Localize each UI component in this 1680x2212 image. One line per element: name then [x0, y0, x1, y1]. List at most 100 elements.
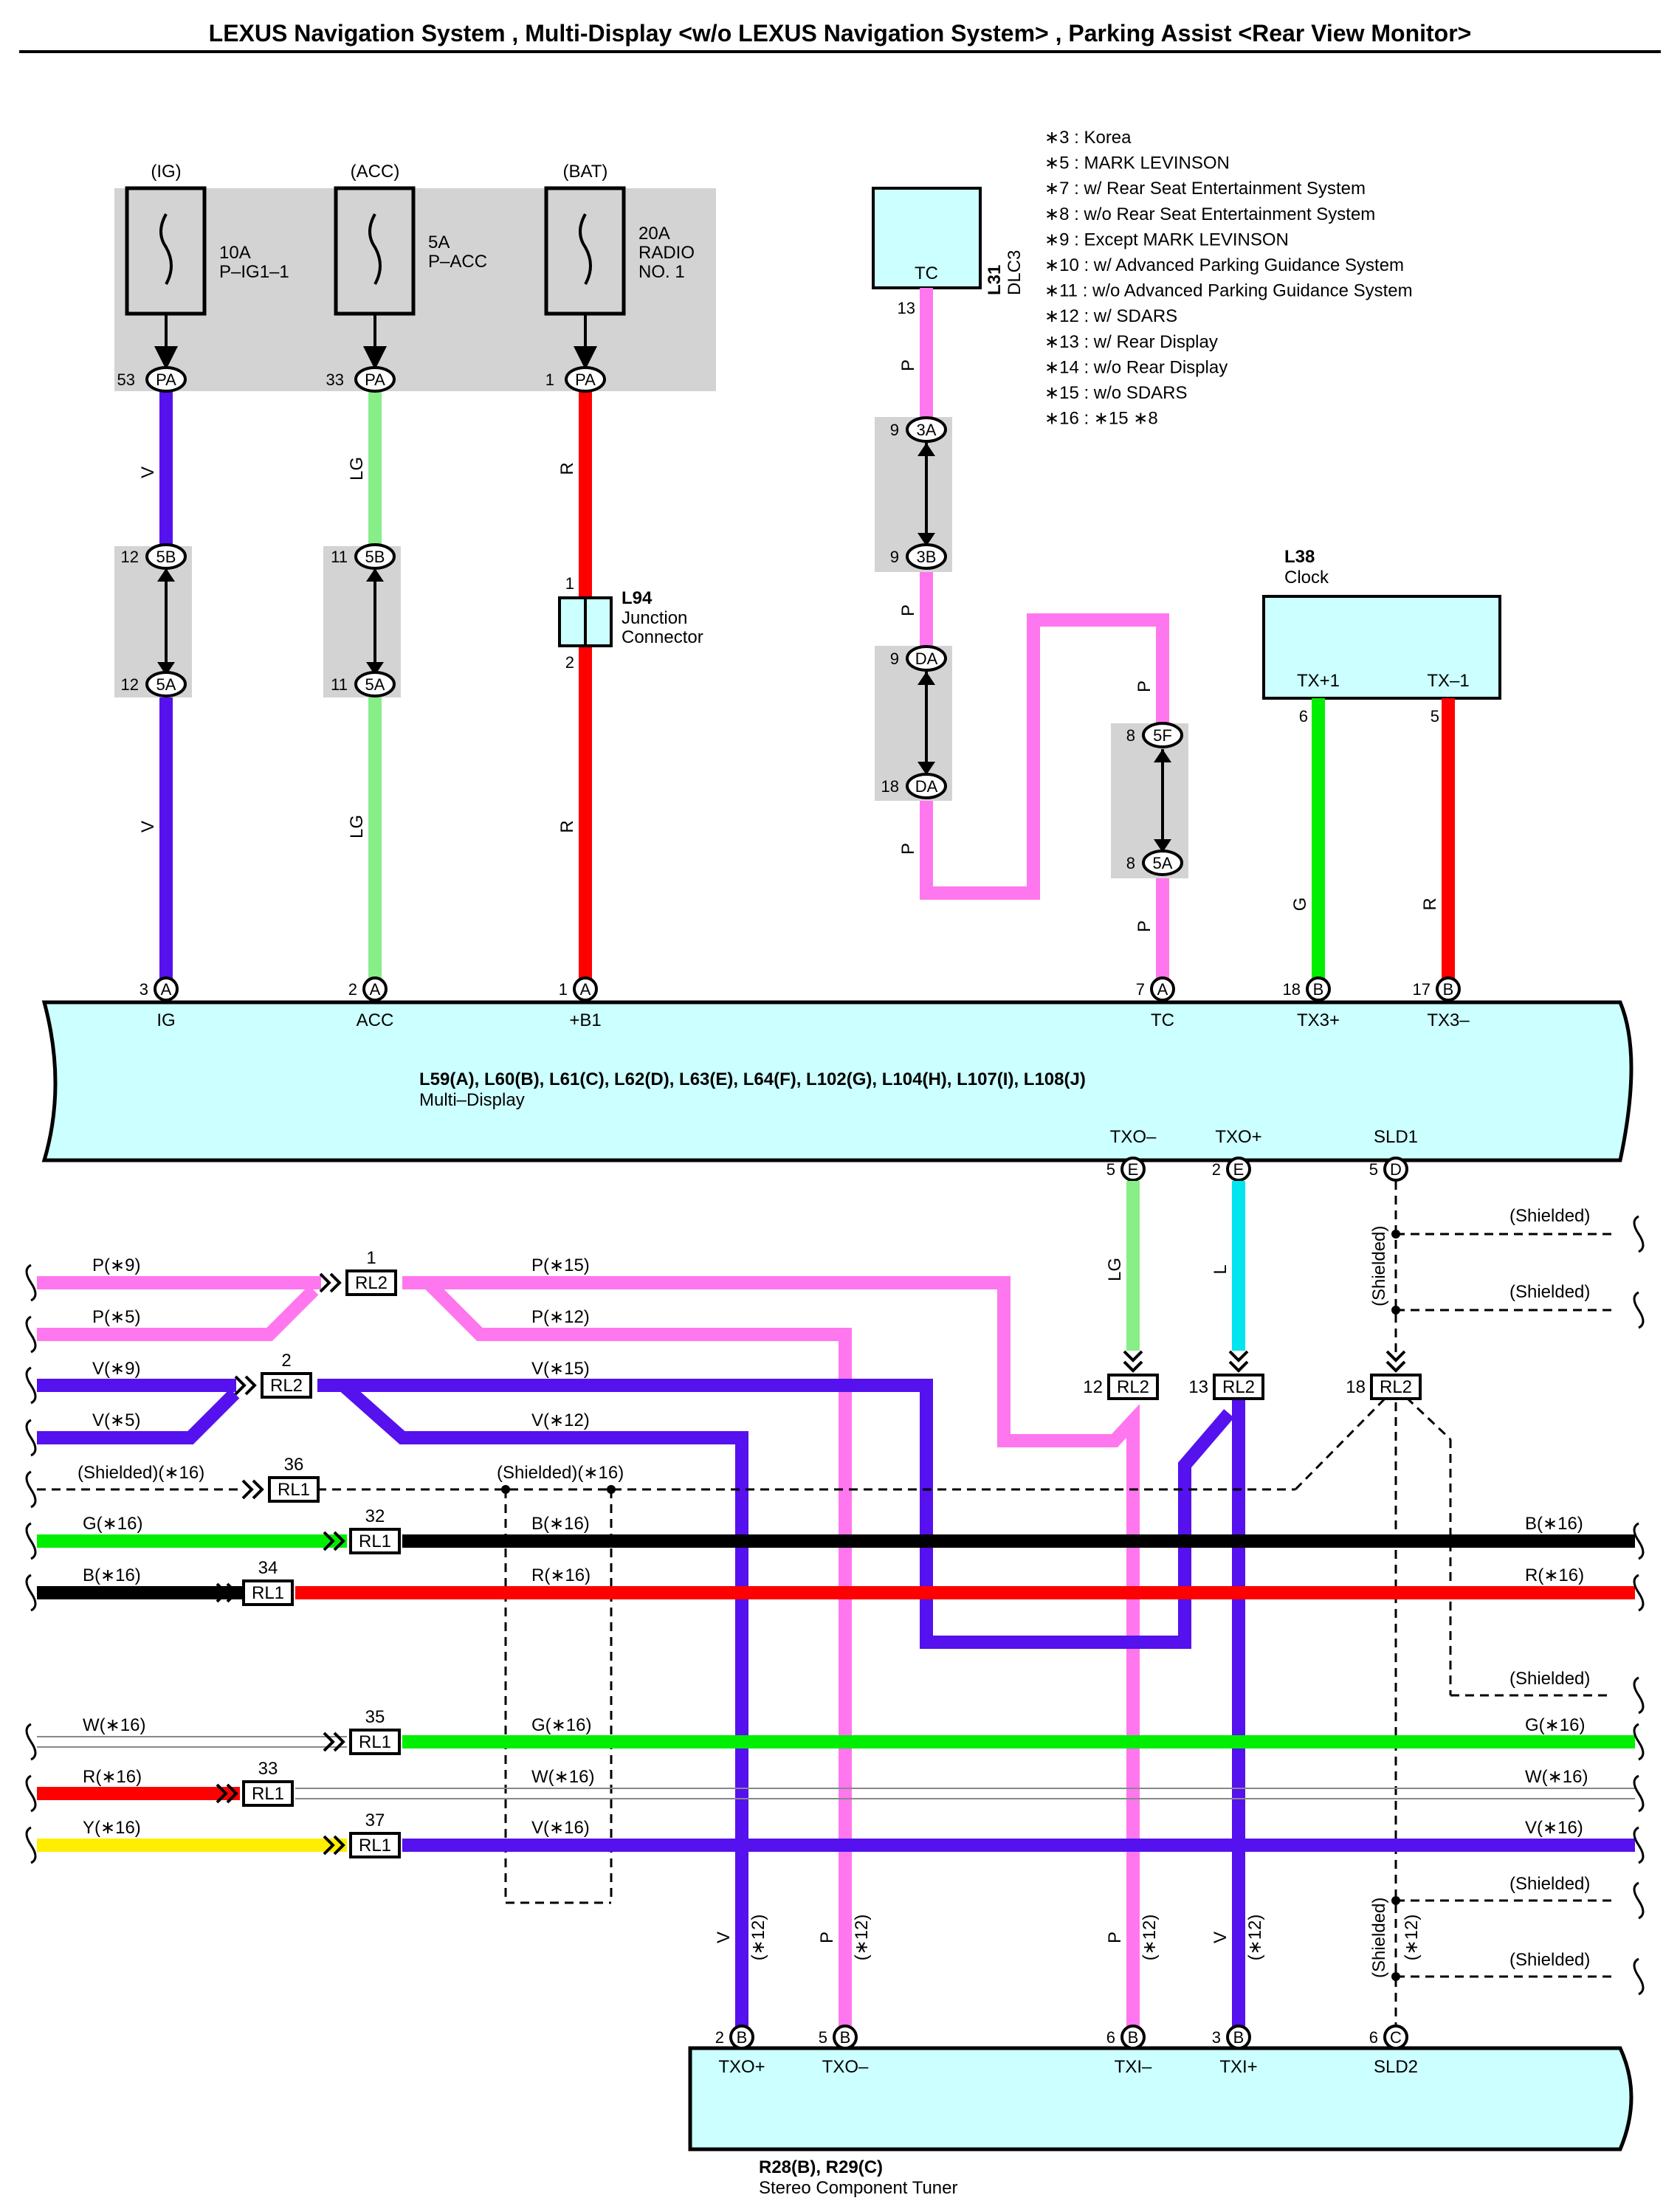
pin-number: 18	[1283, 980, 1301, 999]
wire-label: P	[898, 843, 918, 855]
break-mark	[25, 1470, 37, 1509]
pin-number: 12	[121, 675, 139, 694]
relay-name: RL1	[252, 1784, 284, 1804]
connector-pa-acc: 33 PA	[326, 366, 396, 393]
pin-number: 3	[140, 980, 148, 999]
joint-tc-3a: 9 3A	[890, 416, 947, 443]
wire-label: V(∗16)	[1525, 1818, 1583, 1838]
component-name: Stereo Component Tuner	[759, 2178, 958, 2198]
joint-tc-5a: 8 5A	[1126, 850, 1183, 876]
component-name: Connector	[622, 627, 703, 647]
break-mark	[1633, 1826, 1645, 1864]
wire-label: (∗12)	[1402, 1915, 1422, 1961]
wire-label: V	[138, 466, 158, 478]
wire-w16-right	[295, 1788, 1635, 1799]
terminal-label: TXO–	[1110, 1127, 1157, 1147]
component-code: L38	[1284, 547, 1315, 567]
connector-code: E	[1128, 1160, 1139, 1179]
break-mark	[25, 1315, 37, 1354]
connector-code: DA	[915, 777, 938, 796]
wire-p12	[423, 1278, 852, 2037]
connector-code: 5A	[156, 675, 176, 694]
joint-acc-5a: 11 5A	[331, 671, 396, 697]
pin-number: 8	[1126, 854, 1135, 872]
wire-label: W(∗16)	[531, 1767, 594, 1787]
wire-label: G(∗16)	[531, 1715, 591, 1735]
wire-label: P	[817, 1932, 837, 1943]
terminal-label: TC	[1151, 1010, 1174, 1030]
fuse-source: (ACC)	[351, 162, 400, 182]
relay-name: RL2	[1222, 1377, 1255, 1397]
terminal-label: TXI–	[1115, 2057, 1152, 2077]
pin-number: 5	[1106, 1160, 1115, 1179]
wire-label: R(∗16)	[83, 1767, 142, 1787]
break-mark	[1633, 1215, 1645, 1253]
pin-number: 2	[715, 2028, 724, 2047]
connector-code: 5F	[1153, 726, 1172, 745]
fuse-source: (BAT)	[563, 162, 608, 182]
terminal-label: SLD2	[1374, 2057, 1418, 2077]
wire-label: (∗12)	[1245, 1915, 1265, 1961]
pin-number: 11	[331, 548, 348, 566]
wire-label: R	[1420, 897, 1440, 910]
wire-label: R	[557, 820, 577, 833]
pin-number: 2	[1212, 1160, 1221, 1179]
note-item: ∗5 : MARK LEVINSON	[1044, 154, 1230, 173]
shield-lines-16	[37, 1386, 1613, 2037]
connector-code: 5A	[1153, 854, 1173, 872]
break-marks	[25, 1215, 1645, 1996]
pin-number: 5	[1369, 1160, 1378, 1179]
relay-rl2-13: RL2 13	[1188, 1350, 1264, 1400]
pin-number: 6	[1299, 707, 1308, 726]
shield-label: (Shielded)	[1509, 1206, 1590, 1226]
pin-number: 2	[348, 980, 357, 999]
relay-number: 13	[1188, 1377, 1208, 1397]
break-mark	[25, 1723, 37, 1761]
connector-code: B	[840, 2028, 851, 2047]
connector-code: B	[1313, 980, 1324, 999]
pin-number: 6	[1369, 2028, 1378, 2047]
wire-label: R(∗16)	[531, 1565, 591, 1585]
connector-code: PA	[156, 371, 176, 389]
joint-shade-ig	[114, 546, 192, 697]
note-item: ∗14 : w/o Rear Display	[1044, 357, 1228, 377]
pin-number: 1	[545, 371, 554, 389]
break-mark	[1633, 1291, 1645, 1329]
wire-label: P(∗5)	[92, 1307, 140, 1327]
break-mark	[1633, 1522, 1645, 1560]
connector-code: 5B	[365, 548, 385, 566]
relay-number: 32	[365, 1506, 385, 1526]
pin-number: 12	[121, 548, 139, 566]
wire-w16-left	[37, 1736, 347, 1748]
shield-label: (Shielded)	[1369, 1226, 1389, 1306]
relay-name: RL2	[270, 1376, 303, 1396]
wire-label: LG	[1105, 1258, 1125, 1281]
component-name: Multi–Display	[419, 1090, 525, 1110]
joint-shade-tc-2	[875, 646, 952, 801]
connector-code: 3B	[917, 548, 937, 566]
relay-number: 34	[258, 1558, 278, 1578]
wire-label: P	[1135, 920, 1154, 932]
break-mark	[1633, 1574, 1645, 1612]
wire-label: V	[138, 821, 158, 833]
terminal-label: TX+1	[1297, 671, 1340, 691]
connector-code: B	[1233, 2028, 1244, 2047]
fuse-name: P–ACC	[428, 252, 487, 272]
wire-label: V(∗5)	[92, 1410, 140, 1430]
pin-number: 3	[1212, 2028, 1221, 2047]
break-mark	[25, 1774, 37, 1813]
component-name: Clock	[1284, 568, 1329, 588]
shield-label: (Shielded)	[1509, 1874, 1590, 1894]
wire-label: (Shielded)(∗16)	[78, 1463, 204, 1483]
clock: L38 Clock TX+1 TX–1 6 5	[1262, 547, 1501, 726]
connector-code: DA	[915, 650, 938, 668]
note-item: ∗12 : w/ SDARS	[1044, 306, 1177, 326]
